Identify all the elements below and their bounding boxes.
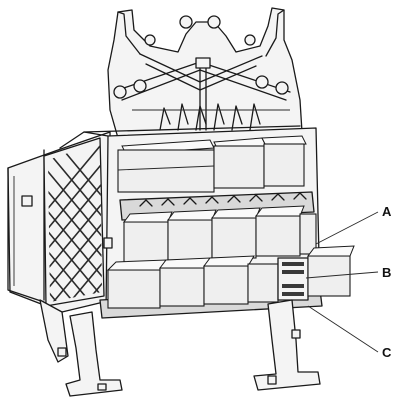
leader-line-a [315,211,379,245]
top-bracket [107,7,303,139]
leader-line-b [305,271,379,279]
mounting-legs [39,299,321,397]
callout-label-c: C [382,345,392,360]
callout-leaders [305,211,379,353]
callout-label-b: B [382,265,391,280]
lower-relay-row [106,245,355,309]
callout-label-a: A [382,204,392,219]
upper-relay-row [117,135,307,193]
left-side-panel [7,131,113,313]
middle-relay-row [103,205,317,263]
leader-line-c [307,305,379,353]
